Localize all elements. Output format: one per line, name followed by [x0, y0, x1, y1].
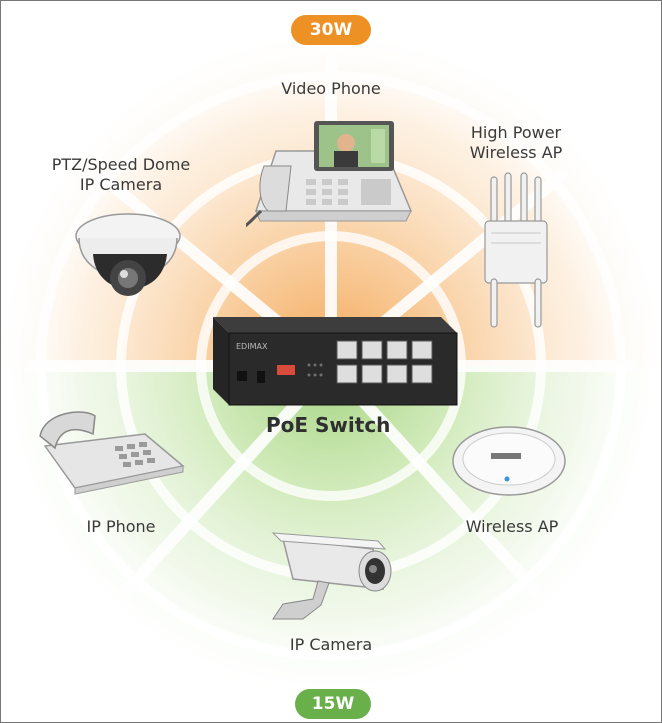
ip-phone-label: IP Phone	[86, 517, 156, 536]
ip-camera-label: IP Camera	[289, 635, 373, 654]
high-power-badge: 30W	[291, 15, 371, 45]
low-power-badge: 15W	[295, 689, 371, 719]
video-phone-label: Video Phone	[281, 79, 381, 98]
dome-camera-icon	[75, 213, 181, 296]
poe-switch-icon: EDIMAX	[213, 317, 458, 406]
wireless-ap-label: Wireless AP	[465, 517, 559, 536]
switch-brand-text: EDIMAX	[236, 342, 268, 351]
high-power-ap-label: High Power Wireless AP	[469, 123, 563, 162]
desk-phone-icon	[39, 411, 185, 495]
video-phone-icon	[246, 121, 413, 228]
outdoor-ap-icon	[484, 172, 548, 328]
ceiling-ap-icon	[452, 426, 566, 496]
ptz-camera-label: PTZ/Speed Dome IP Camera	[51, 155, 191, 194]
bullet-camera-icon	[271, 532, 392, 620]
poe-switch-label: PoE Switch	[266, 413, 391, 437]
